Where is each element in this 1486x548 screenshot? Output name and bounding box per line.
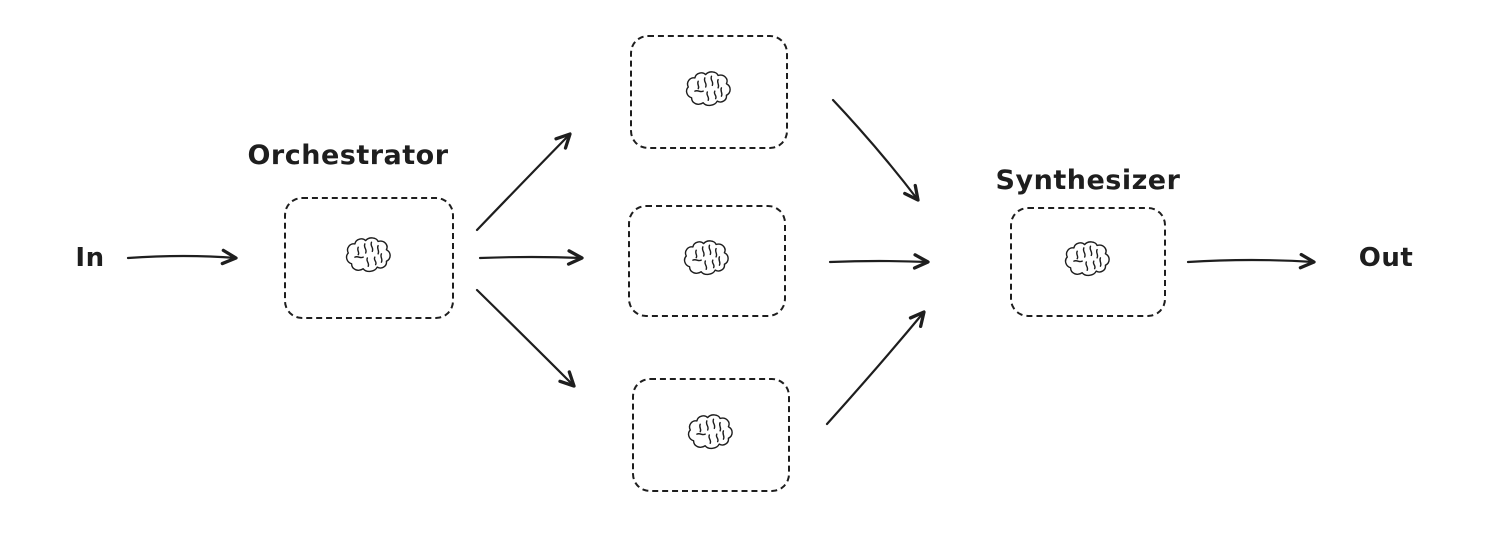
brain-icon (682, 412, 740, 458)
arrow-orchestrator-to-worker-3 (475, 288, 576, 388)
brain-icon (678, 238, 736, 284)
input-label: In (75, 243, 105, 273)
worker-node-2 (628, 205, 786, 317)
arrow-synthesizer-to-out (1186, 252, 1316, 270)
synthesizer-label: Synthesizer (995, 165, 1181, 196)
arrow-in-to-orchestrator (126, 248, 238, 266)
orchestrator-node (284, 197, 454, 319)
worker-node-1 (630, 35, 788, 149)
synthesizer-node (1010, 207, 1166, 317)
orchestrator-label: Orchestrator (247, 140, 449, 171)
brain-icon (1059, 239, 1117, 285)
arrow-worker-1-to-synthesizer (831, 98, 920, 202)
arrow-orchestrator-to-worker-1 (475, 132, 572, 232)
arrow-orchestrator-to-worker-2 (478, 249, 584, 266)
arrow-worker-2-to-synthesizer (828, 253, 930, 270)
brain-icon (340, 235, 398, 281)
output-label: Out (1358, 243, 1414, 273)
worker-node-3 (632, 378, 790, 492)
arrow-worker-3-to-synthesizer (825, 310, 926, 426)
brain-icon (680, 69, 738, 115)
